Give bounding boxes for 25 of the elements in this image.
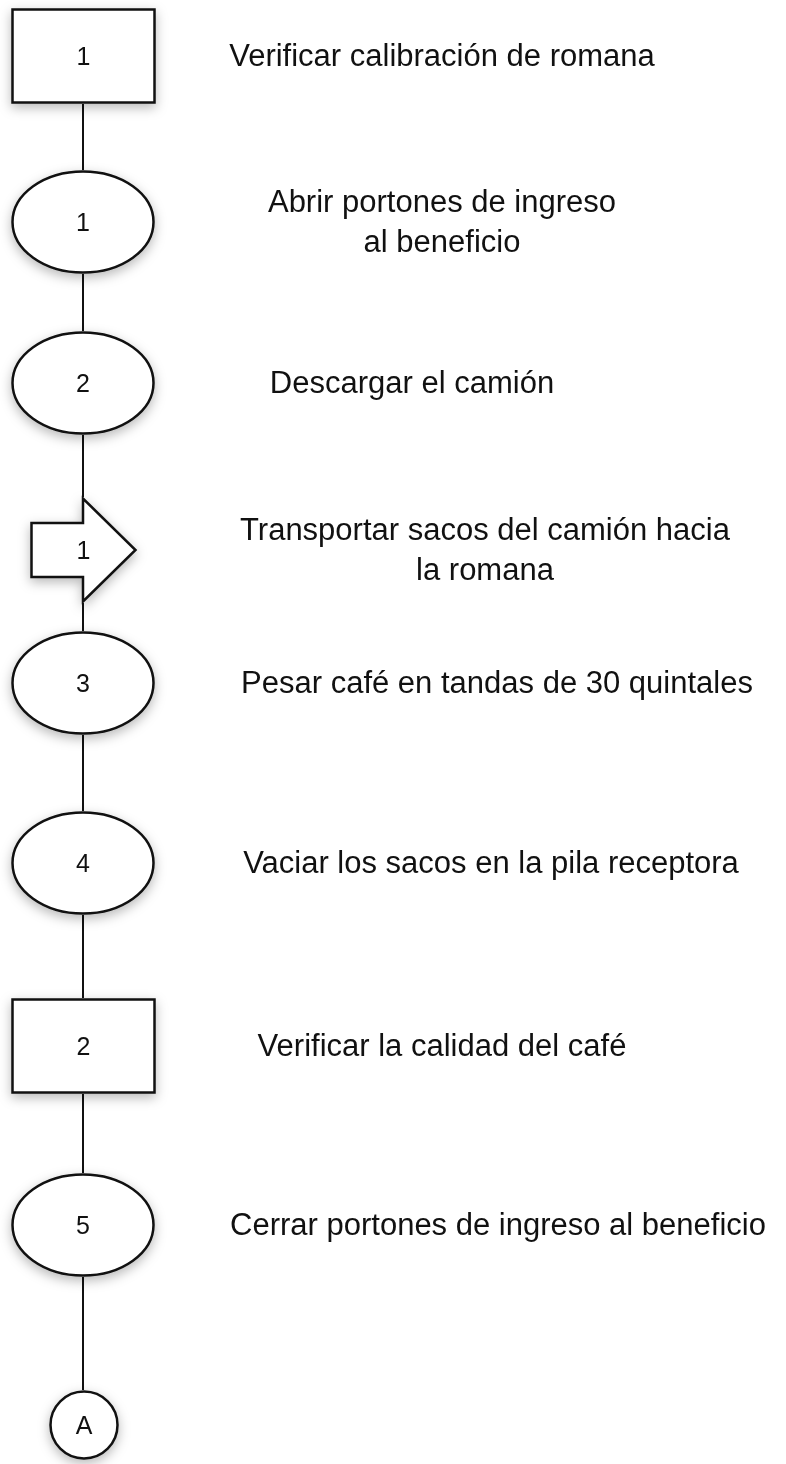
- step-number: 2: [76, 1031, 91, 1061]
- connector-line: [82, 734, 84, 812]
- step-number: 1: [76, 41, 91, 71]
- step-description: Pesar café en tandas de 30 quintales: [240, 663, 754, 702]
- step-description: Cerrar portones de ingreso al beneficio: [229, 1205, 767, 1244]
- connector-line: [82, 914, 84, 999]
- step-description: Descargar el camión: [268, 363, 556, 402]
- step-number: 3: [76, 668, 90, 698]
- connector-line: [82, 273, 84, 332]
- step-description: Abrir portones de ingreso al beneficio: [266, 182, 618, 261]
- connector-line: [82, 103, 84, 171]
- connector-line: [82, 1276, 84, 1391]
- step-number: 2: [76, 368, 90, 398]
- step-number: A: [75, 1410, 93, 1440]
- step-description: Transportar sacos del camión hacia la romana: [239, 510, 731, 589]
- step-number: 1: [76, 207, 90, 237]
- step-description: Verificar la calidad del café: [256, 1026, 628, 1065]
- connector-line: [82, 1093, 84, 1174]
- connector-line: [82, 434, 84, 498]
- step-number: 4: [76, 848, 90, 878]
- step-number: 1: [76, 535, 91, 565]
- connector-line: [82, 602, 84, 632]
- step-description: Verificar calibración de romana: [228, 36, 656, 75]
- step-description: Vaciar los sacos en la pila receptora: [242, 843, 740, 882]
- step-number: 5: [76, 1210, 90, 1240]
